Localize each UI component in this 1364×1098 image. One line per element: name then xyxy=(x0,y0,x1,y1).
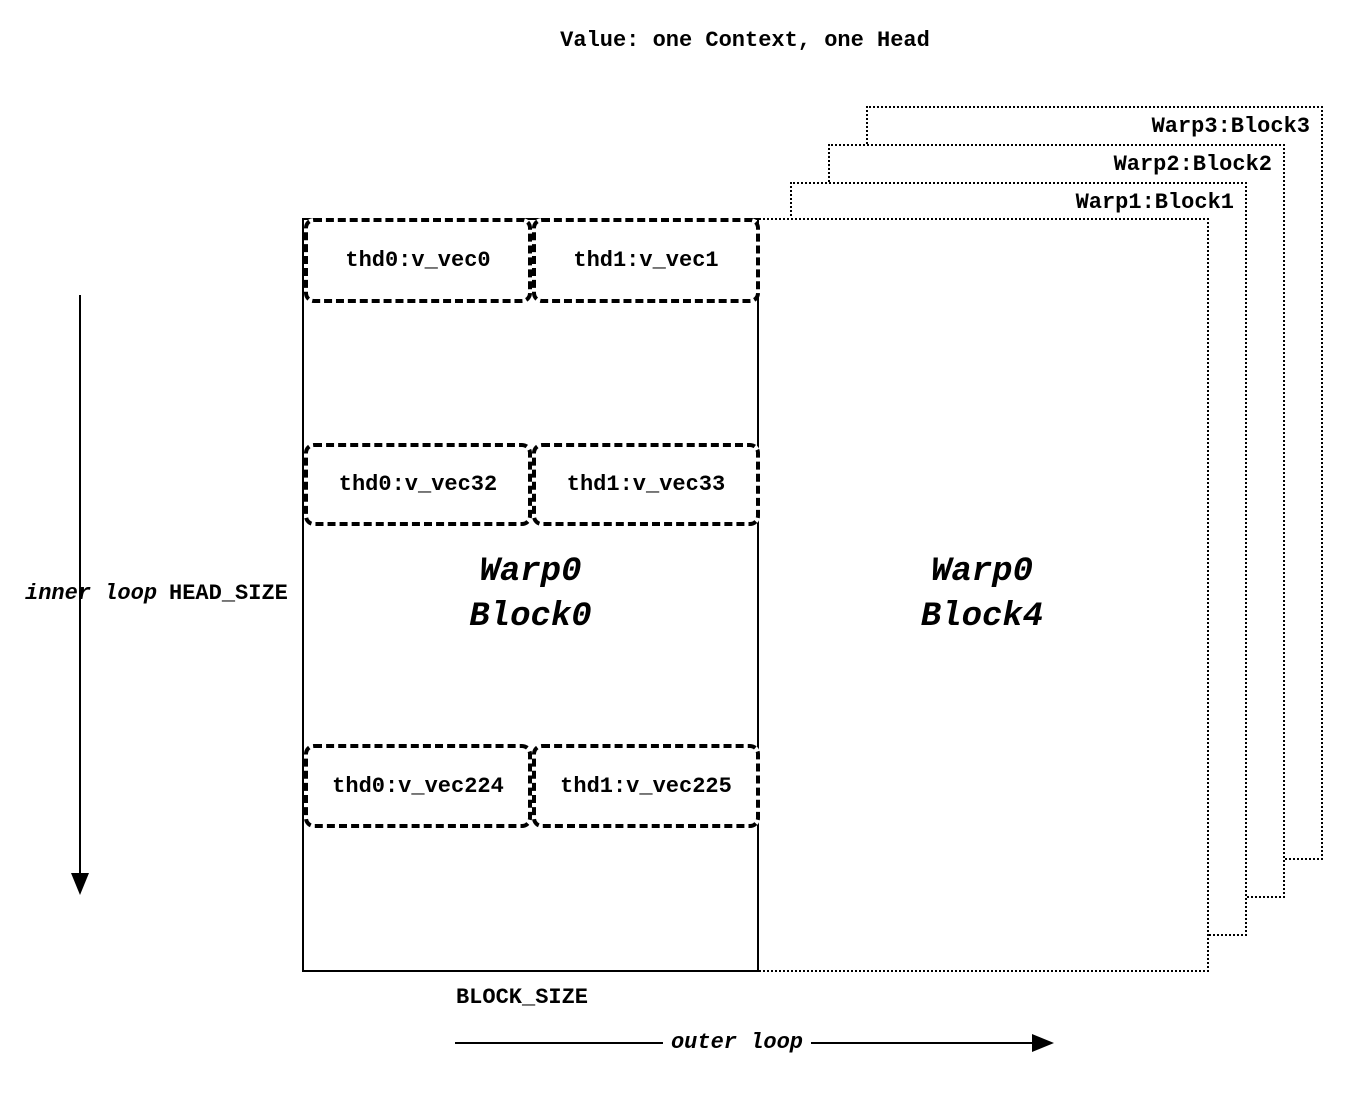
thread-box: thd0:v_vec32 xyxy=(304,443,532,526)
head-size-text: HEAD_SIZE xyxy=(169,581,288,606)
warp0-block4-name: Warp0 Block4 xyxy=(921,550,1043,640)
warp1-block1-label: Warp1:Block1 xyxy=(1075,190,1234,215)
warp0-block4-name-line2: Block4 xyxy=(920,598,1044,636)
thread-box-label: thd0:v_vec0 xyxy=(345,248,491,273)
thread-box: thd0:v_vec0 xyxy=(304,218,532,303)
warp2-block2-label: Warp2:Block2 xyxy=(1113,152,1272,177)
inner-loop-arrow-line xyxy=(79,295,81,875)
thread-box: thd0:v_vec224 xyxy=(304,744,532,828)
inner-loop-text: inner loop xyxy=(25,581,158,606)
thread-box: thd1:v_vec33 xyxy=(532,443,760,526)
warp0-block4-rect: Warp0 Block4 xyxy=(755,218,1209,972)
block-size-label: BLOCK_SIZE xyxy=(455,985,589,1010)
outer-loop-arrowhead-icon xyxy=(1032,1034,1054,1052)
thread-box-label: thd1:v_vec1 xyxy=(573,248,719,273)
thread-box: thd1:v_vec1 xyxy=(532,218,760,303)
thread-box-label: thd1:v_vec33 xyxy=(566,472,726,497)
inner-loop-label: inner loop HEAD_SIZE xyxy=(25,581,288,606)
warp3-block3-label: Warp3:Block3 xyxy=(1151,114,1310,139)
thread-box-label: thd0:v_vec224 xyxy=(332,773,504,799)
warp0-block0-name: Warp0 Block0 xyxy=(469,550,591,640)
warp0-block0-rect: Warp0 Block0 xyxy=(302,218,759,972)
warp0-block0-name-line1: Warp0 xyxy=(479,553,582,592)
warp0-block4-name-line1: Warp0 xyxy=(930,553,1033,592)
thread-box-label: thd0:v_vec32 xyxy=(338,472,498,497)
outer-loop-label: outer loop xyxy=(662,1030,812,1055)
thread-box: thd1:v_vec225 xyxy=(532,744,760,828)
warp0-block0-name-line2: Block0 xyxy=(469,598,592,636)
thread-box-label: thd1:v_vec225 xyxy=(560,773,732,799)
diagram-title: Value: one Context, one Head xyxy=(560,28,930,53)
inner-loop-arrowhead-icon xyxy=(71,873,89,895)
